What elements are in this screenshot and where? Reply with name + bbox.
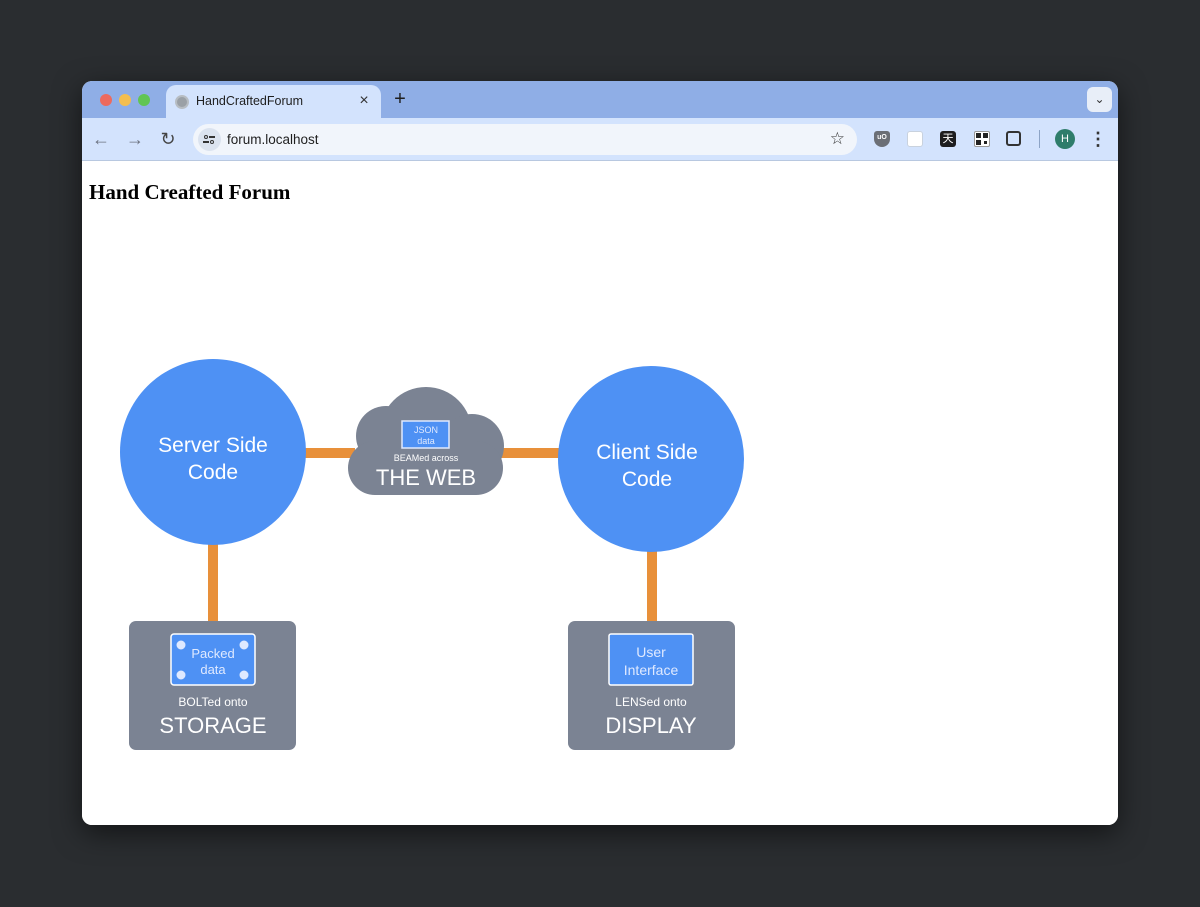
display-chip-line1: User <box>636 644 666 660</box>
web-chip-line1: JSON <box>414 425 438 435</box>
tab-strip: HandCraftedForum × + ⌄ <box>82 81 1118 118</box>
display-small-caption: LENSed onto <box>615 695 687 709</box>
server-web-connector <box>305 448 355 458</box>
address-bar[interactable]: forum.localhost ☆ <box>193 124 857 155</box>
maximize-window-button[interactable] <box>138 94 150 106</box>
web-small-caption: BEAMed across <box>394 453 459 463</box>
avatar[interactable]: H <box>1055 129 1075 149</box>
server-node <box>120 359 306 545</box>
toolbar-divider <box>1039 130 1040 148</box>
client-node <box>558 366 744 552</box>
json-data-chip <box>401 420 450 449</box>
page-content: Hand Creafted Forum Server Side Code Cli… <box>82 161 1118 825</box>
shield-extension-icon[interactable]: uO <box>874 131 890 147</box>
qr-code-icon[interactable] <box>974 131 990 147</box>
server-label-line2: Code <box>188 461 238 484</box>
browser-toolbar: ← → ↻ forum.localhost ☆ uO 天 H ⋮ <box>82 118 1118 161</box>
web-client-connector <box>497 448 561 458</box>
chevron-down-icon[interactable]: ⌄ <box>1087 87 1112 112</box>
web-chip-line2: data <box>417 436 435 446</box>
display-chip-line2: Interface <box>624 662 679 678</box>
plus-icon[interactable]: + <box>394 88 406 110</box>
kebab-menu-icon[interactable]: ⋮ <box>1089 129 1107 149</box>
tab-title: HandCraftedForum <box>196 94 303 108</box>
site-info-icon[interactable] <box>198 128 221 151</box>
puzzle-icon[interactable] <box>1006 131 1021 146</box>
extension-icon[interactable] <box>907 131 923 147</box>
star-icon[interactable]: ☆ <box>829 129 845 148</box>
storage-small-caption: BOLTed onto <box>178 695 247 709</box>
page-title: Hand Creafted Forum <box>89 180 291 204</box>
client-label-line2: Code <box>622 468 672 491</box>
server-storage-connector <box>208 541 218 623</box>
client-label-line1: Client Side <box>596 441 698 464</box>
bolt-icons <box>175 639 250 681</box>
server-label-line1: Server Side <box>158 434 268 457</box>
close-window-button[interactable] <box>100 94 112 106</box>
architecture-diagram: Server Side Code Client Side Code JSON d… <box>120 359 744 750</box>
reload-icon[interactable]: ↻ <box>160 129 176 149</box>
tab-handcraftedforum[interactable]: HandCraftedForum × <box>166 85 381 118</box>
web-big-caption: THE WEB <box>376 465 476 490</box>
forward-arrow-icon[interactable]: → <box>126 129 144 149</box>
storage-chip-line1: Packed <box>191 646 234 661</box>
close-icon[interactable]: × <box>359 92 369 109</box>
user-interface-chip <box>608 633 694 686</box>
url-text[interactable]: forum.localhost <box>227 132 319 147</box>
back-arrow-icon[interactable]: ← <box>92 129 110 149</box>
globe-icon <box>175 95 189 109</box>
packed-data-chip <box>170 633 256 686</box>
minimize-window-button[interactable] <box>119 94 131 106</box>
display-big-caption: DISPLAY <box>605 713 697 738</box>
client-display-connector <box>647 547 657 623</box>
tian-extension-icon[interactable]: 天 <box>940 131 956 147</box>
storage-chip-line2: data <box>200 662 226 677</box>
browser-window: HandCraftedForum × + ⌄ ← → ↻ forum.local… <box>82 81 1118 825</box>
storage-big-caption: STORAGE <box>159 713 266 738</box>
